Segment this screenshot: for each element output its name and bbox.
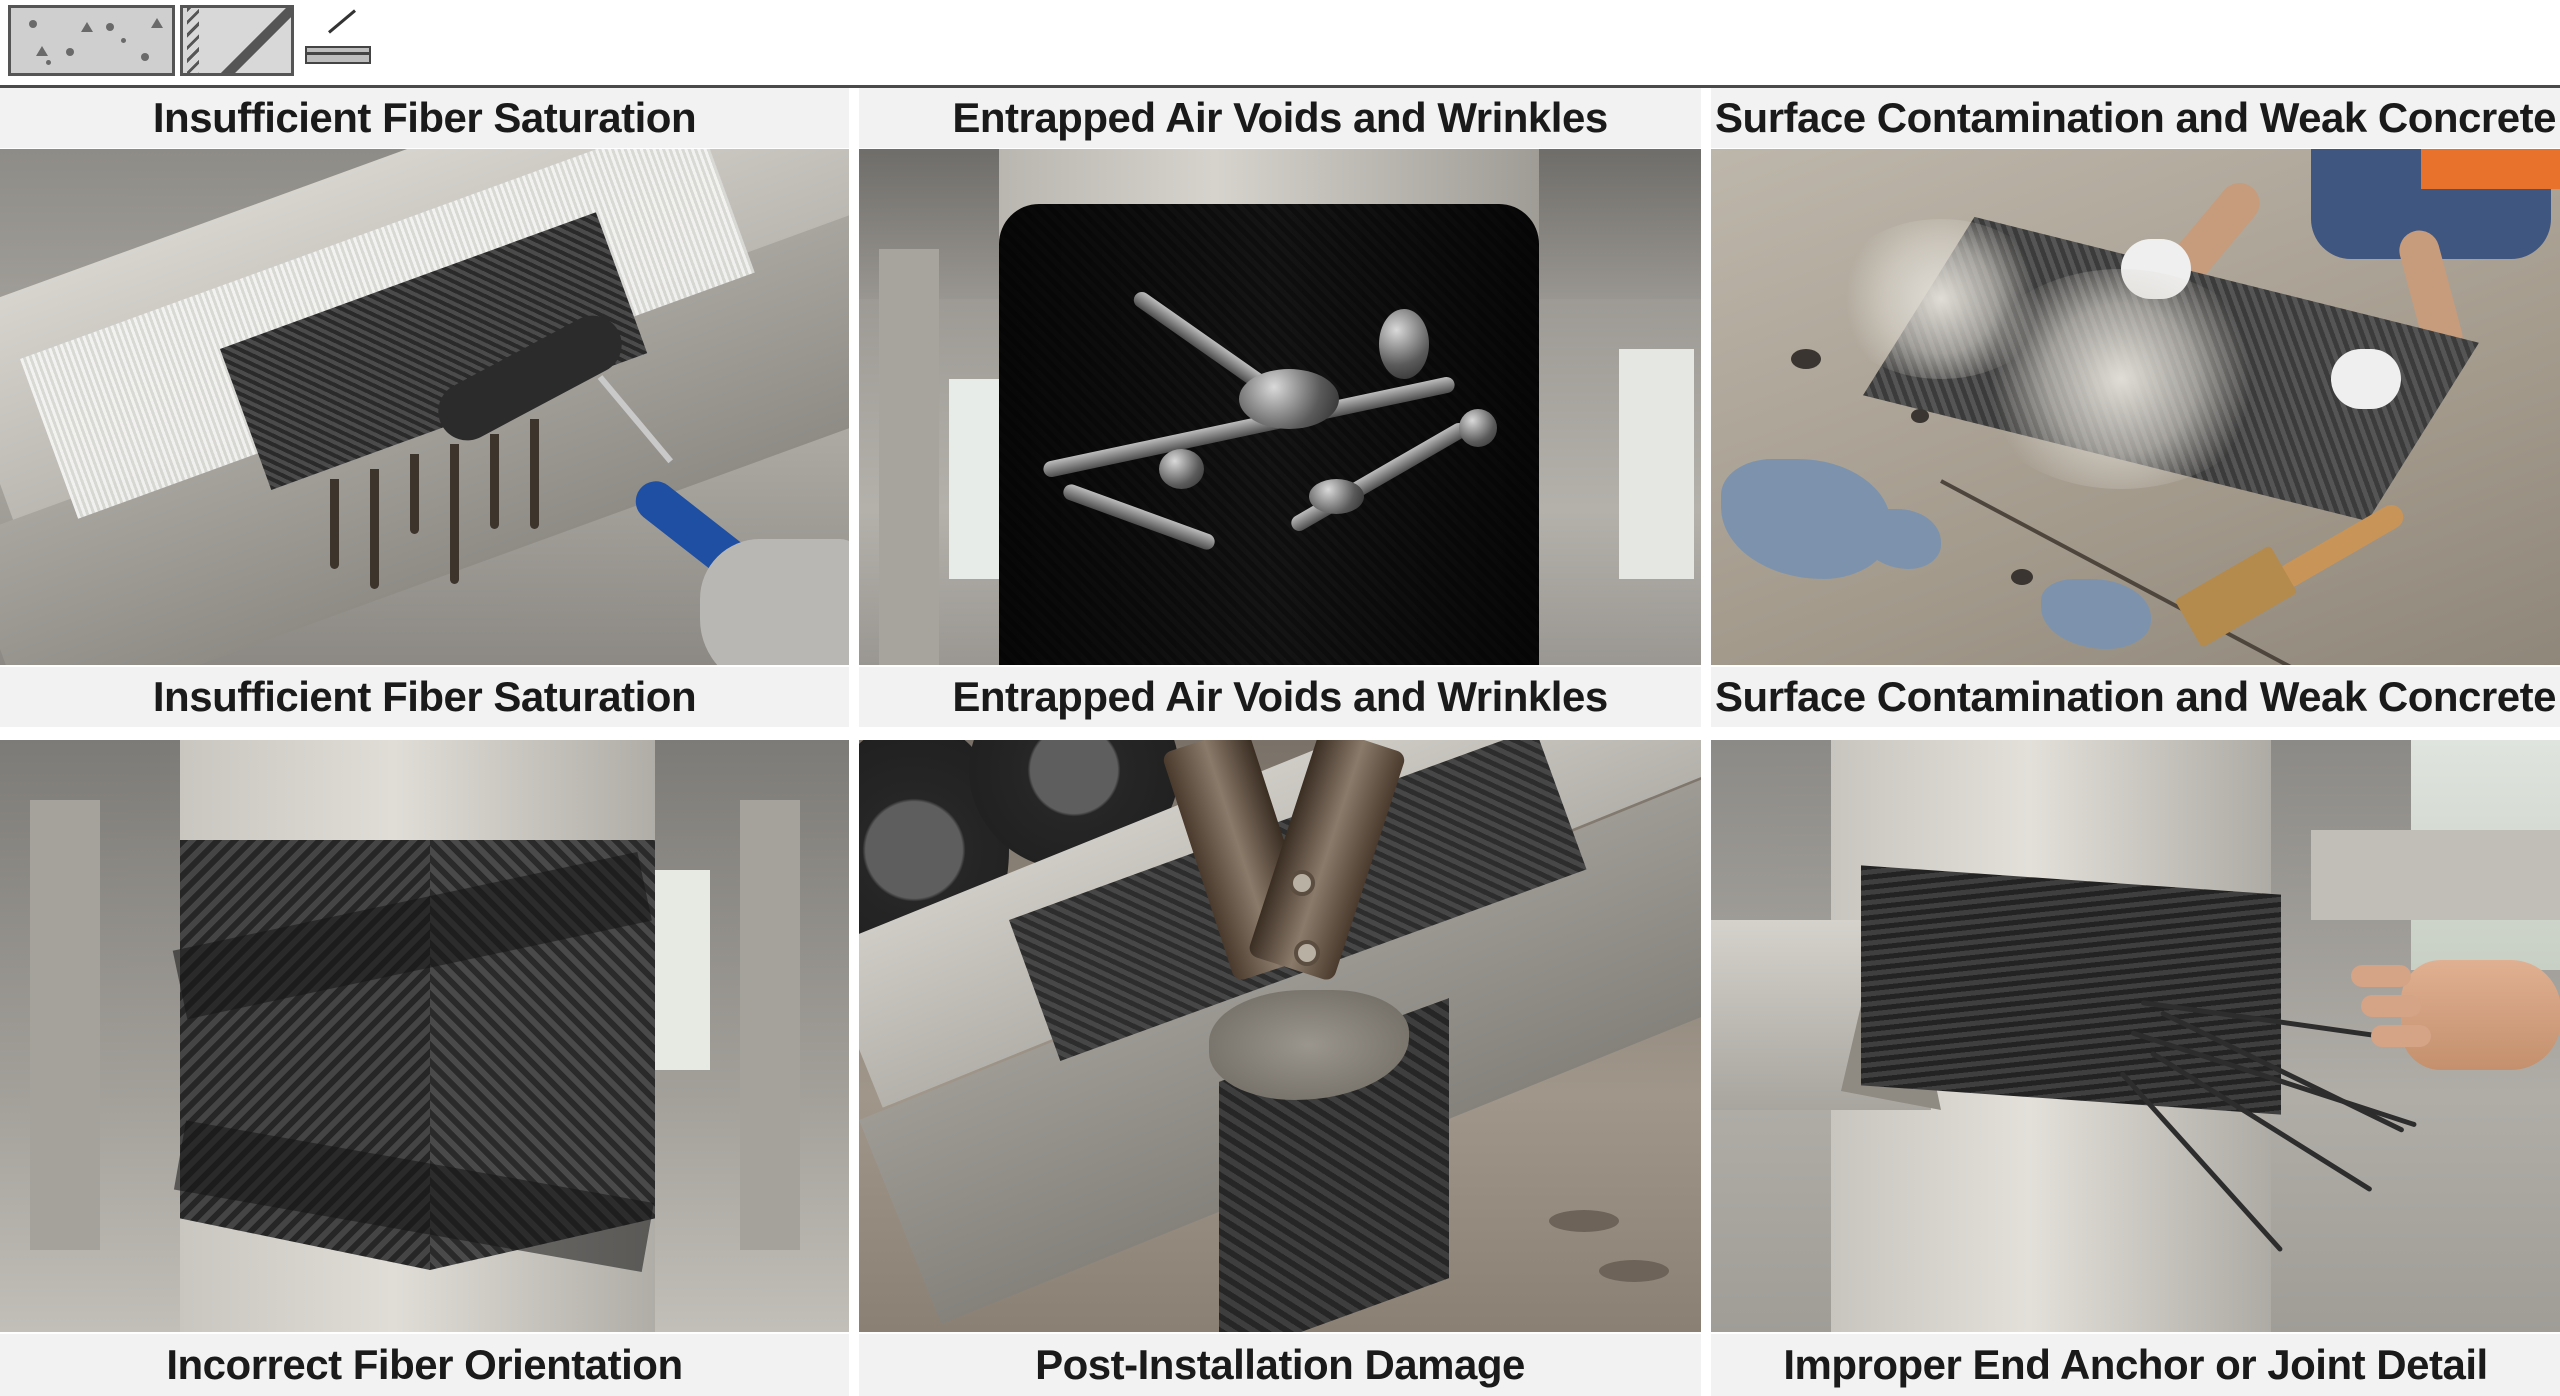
- panel-title-middle: Entrapped Air Voids and Wrinkles: [859, 667, 1701, 727]
- panel-title-top: Entrapped Air Voids and Wrinkles: [859, 88, 1701, 148]
- gloved-hand: [700, 539, 849, 665]
- panel-title-middle: Surface Contamination and Weak Concrete: [1711, 667, 2560, 727]
- end-anchor-photo: [1711, 740, 2560, 1332]
- column-2: Entrapped Air Voids and Wrinkles Entrapp…: [859, 88, 1701, 1396]
- panel-title-bottom: Post-Installation Damage: [859, 1334, 1701, 1396]
- fiber-saturation-photo: [0, 149, 849, 665]
- icon-toolbar: [0, 0, 2560, 88]
- panel-title-top: Insufficient Fiber Saturation: [0, 88, 849, 148]
- air-voids-photo: [859, 149, 1701, 665]
- column-1: Insufficient Fiber Saturation Insufficie…: [0, 88, 849, 1396]
- panel-title-middle: Insufficient Fiber Saturation: [0, 667, 849, 727]
- defect-panel-grid: Insufficient Fiber Saturation Insufficie…: [0, 88, 2560, 1396]
- post-installation-damage-photo: [859, 740, 1701, 1332]
- beam-section-icon: [180, 5, 294, 76]
- cfrp-layer-icon: [305, 8, 375, 70]
- concrete-texture-icon: [8, 5, 175, 76]
- panel-title-bottom: Improper End Anchor or Joint Detail: [1711, 1334, 2560, 1396]
- panel-title-bottom: Incorrect Fiber Orientation: [0, 1334, 849, 1396]
- fiber-orientation-photo: [0, 740, 849, 1332]
- column-3: Surface Contamination and Weak Concrete …: [1711, 88, 2560, 1396]
- surface-contamination-photo: [1711, 149, 2560, 665]
- panel-title-top: Surface Contamination and Weak Concrete: [1711, 88, 2560, 148]
- debonded-cfrp-wrap: [1861, 865, 2281, 1115]
- pulling-hand: [2401, 960, 2560, 1070]
- header-divider: [0, 85, 2560, 88]
